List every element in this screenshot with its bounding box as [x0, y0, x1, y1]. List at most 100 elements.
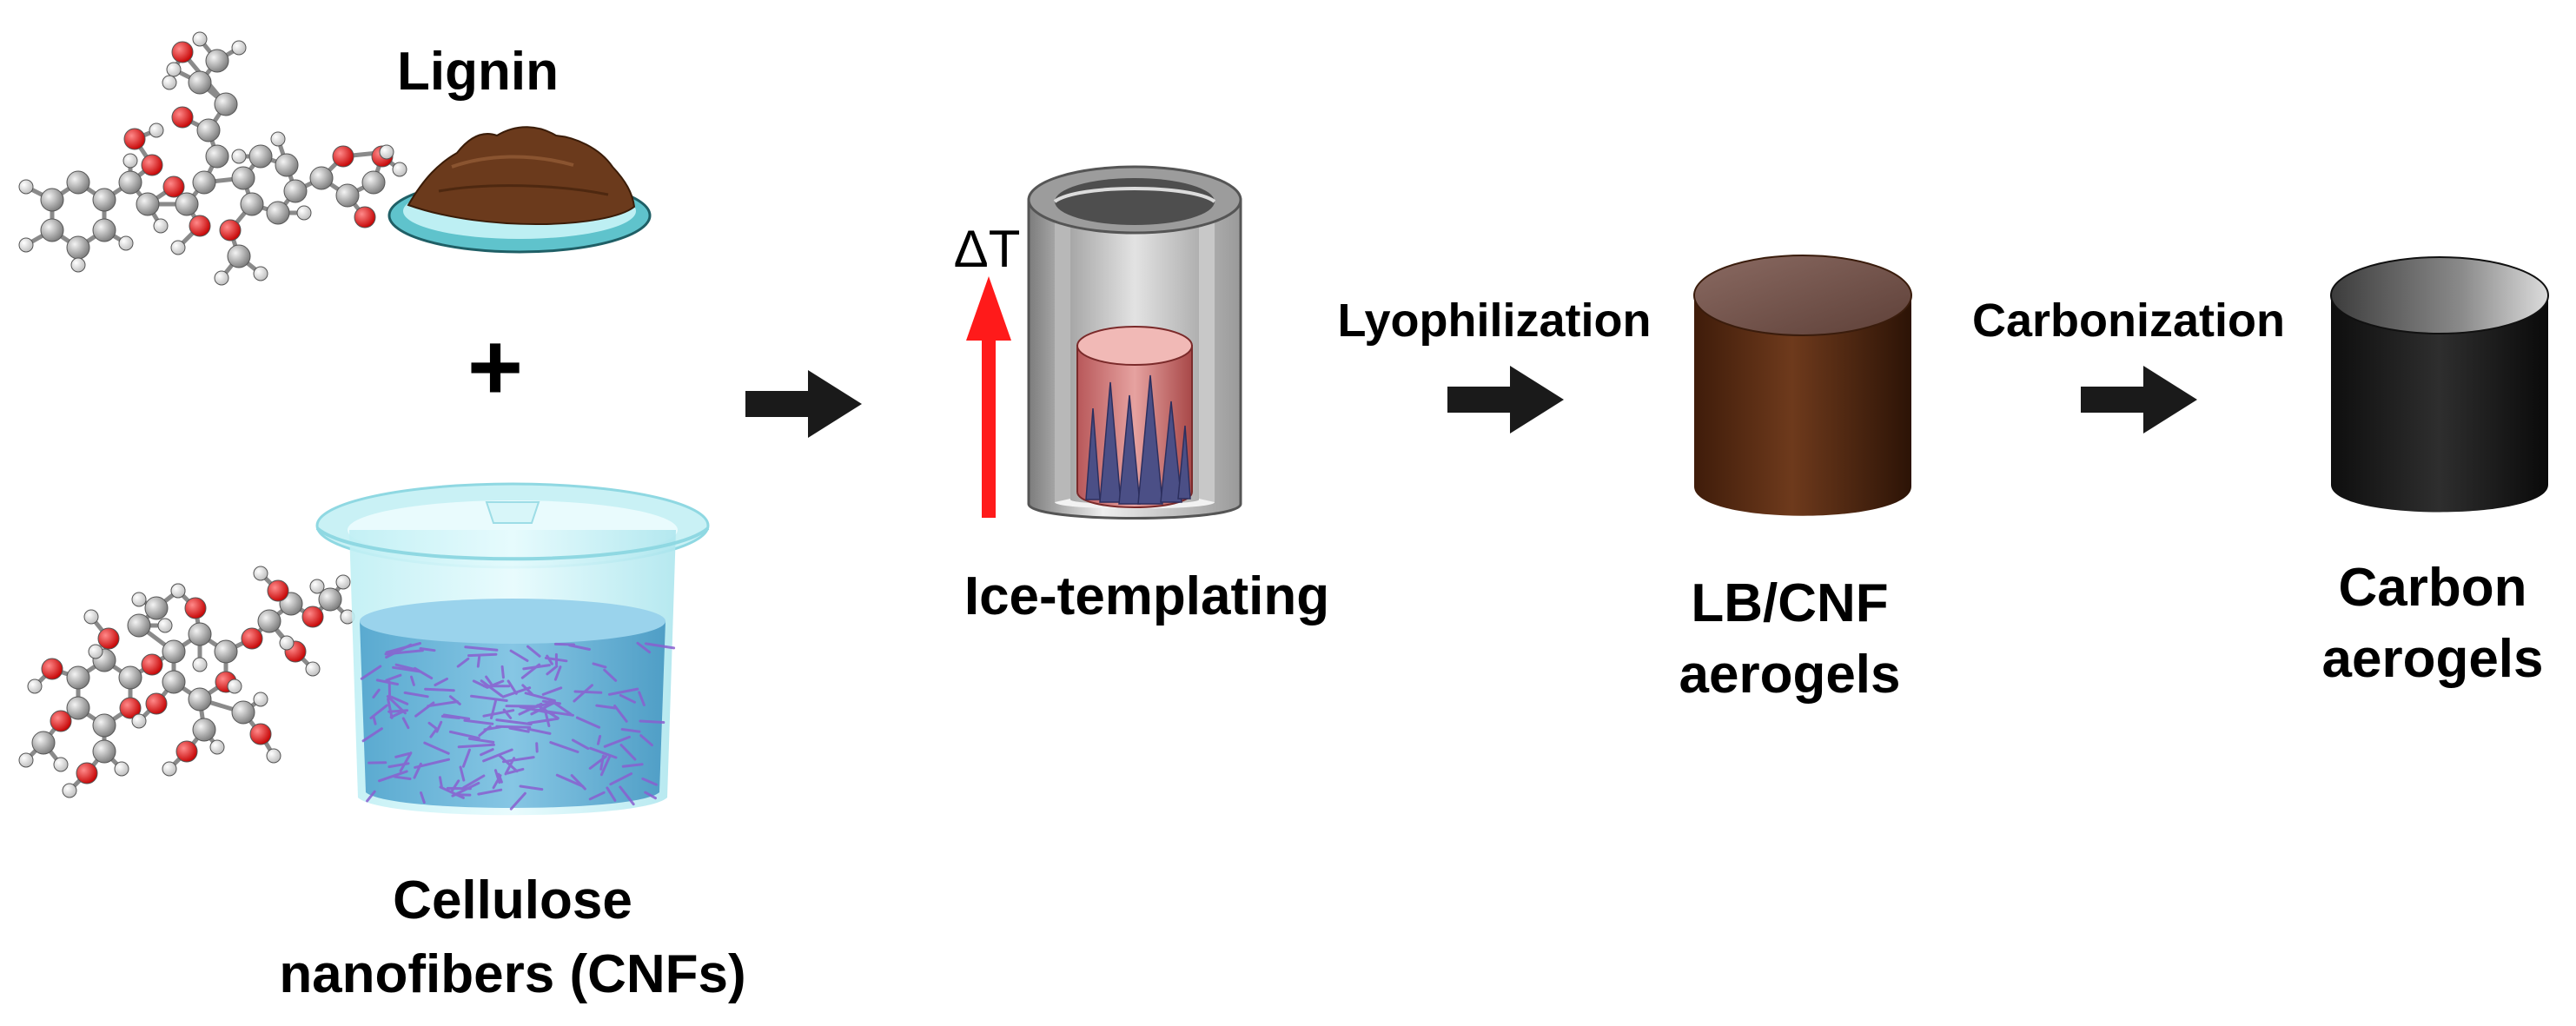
carbon-atom — [188, 622, 212, 646]
nanofiber — [636, 641, 652, 654]
oxygen-atom — [175, 740, 198, 763]
hydrogen-atom — [53, 757, 69, 772]
nanofiber — [378, 770, 408, 783]
oxygen-atom — [141, 154, 163, 176]
carbon-atom — [144, 596, 169, 620]
nanofiber — [588, 755, 607, 770]
nanofiber — [386, 695, 407, 715]
lbcnf-label-line2: aerogels — [1679, 645, 1901, 705]
nanofiber — [546, 665, 559, 676]
nanofiber — [621, 763, 644, 768]
oxygen-atom — [354, 206, 376, 228]
nanofiber — [457, 743, 495, 749]
hydrogen-atom — [192, 657, 208, 672]
nanofiber — [522, 664, 551, 671]
nanofiber — [639, 734, 653, 747]
hydrogen-atom — [18, 237, 34, 253]
nanofiber — [553, 665, 562, 681]
nanofiber — [401, 717, 410, 730]
nanofiber — [509, 649, 529, 662]
carbon-atom — [231, 166, 255, 190]
nanofiber — [399, 751, 413, 772]
carbon-aerogel-icon — [2330, 256, 2549, 513]
carbon-atom — [318, 587, 342, 612]
hydrogen-atom — [118, 235, 134, 251]
carbon-atom — [118, 170, 142, 195]
oxygen-atom — [141, 653, 163, 676]
hydrogen-atom — [392, 162, 407, 177]
carbon-atom — [66, 235, 90, 260]
carbon-atom — [92, 739, 116, 764]
nanofiber — [387, 698, 394, 719]
carbon-atom — [40, 218, 64, 242]
hydrogen-atom — [166, 62, 182, 77]
nanofiber — [613, 705, 628, 723]
nanofiber — [429, 727, 438, 738]
lignin-powder-dish-icon — [387, 126, 652, 254]
nanofiber — [470, 694, 508, 702]
nanofiber — [385, 643, 413, 659]
hydrogen-atom — [296, 205, 312, 221]
hydrogen-atom — [170, 240, 186, 255]
carbon-atom — [283, 179, 308, 203]
nanofiber — [366, 790, 376, 803]
nanofiber — [570, 774, 586, 791]
oxygen-atom — [123, 128, 146, 150]
nanofiber — [467, 737, 495, 744]
hydrogen-atom — [214, 270, 229, 286]
nanofiber — [644, 791, 657, 800]
carbon-atom — [275, 153, 299, 177]
nanofiber — [571, 738, 590, 751]
nanofiber — [567, 644, 591, 651]
hydrogen-atom — [18, 179, 34, 195]
hydrogen-atom — [253, 566, 268, 581]
nanofiber — [361, 727, 383, 743]
hydrogen-atom — [149, 122, 164, 138]
nanofiber — [394, 663, 418, 672]
nanofiber — [434, 677, 448, 686]
nanofiber — [544, 656, 568, 663]
hydrogen-atom — [305, 661, 321, 677]
nanofiber — [620, 728, 641, 733]
nanofiber — [541, 686, 563, 696]
nanofiber — [533, 701, 552, 709]
hydrogen-atom — [379, 144, 394, 160]
carbon-atom — [196, 118, 221, 142]
nanofiber — [389, 710, 404, 718]
carbon-atom — [136, 192, 160, 216]
cellulose-label-line2: nanofibers (CNFs) — [279, 944, 746, 1004]
carbon-atom — [118, 665, 142, 690]
hydrogen-atom — [18, 752, 34, 768]
oxygen-atom — [171, 41, 194, 63]
nanofiber — [526, 717, 560, 725]
lignin-molecule-icon — [18, 31, 407, 286]
nanofiber — [619, 744, 637, 761]
carbon-atom — [240, 192, 264, 216]
oxygen-atom — [145, 692, 168, 715]
oxygen-atom — [219, 219, 242, 242]
hydrogen-atom — [266, 748, 281, 764]
carbon-atom — [309, 166, 334, 190]
oxygen-atom — [241, 627, 263, 650]
hydrogen-atom — [170, 583, 186, 599]
cellulose-label-line1: Cellulose — [393, 870, 632, 930]
carbon-atom — [335, 183, 360, 208]
nanofiber — [606, 786, 617, 802]
carbon-atom — [162, 639, 186, 664]
nanofiber — [476, 655, 481, 668]
oxygen-atom — [50, 710, 72, 732]
nanofiber — [463, 718, 494, 725]
hydrogen-atom — [157, 618, 173, 633]
oxygen-atom — [97, 627, 120, 650]
carbon-atom — [175, 192, 199, 216]
nanofiber — [424, 687, 455, 692]
nanofiber — [495, 718, 533, 726]
hydrogen-atom — [253, 692, 268, 707]
hydrogen-atom — [62, 783, 77, 798]
delta-t-label: ΔT — [953, 220, 1021, 278]
nanofiber — [641, 777, 658, 786]
nanofiber — [519, 784, 544, 791]
nanofiber — [619, 693, 636, 704]
nanofiber — [449, 779, 460, 794]
nanofiber — [500, 665, 505, 679]
